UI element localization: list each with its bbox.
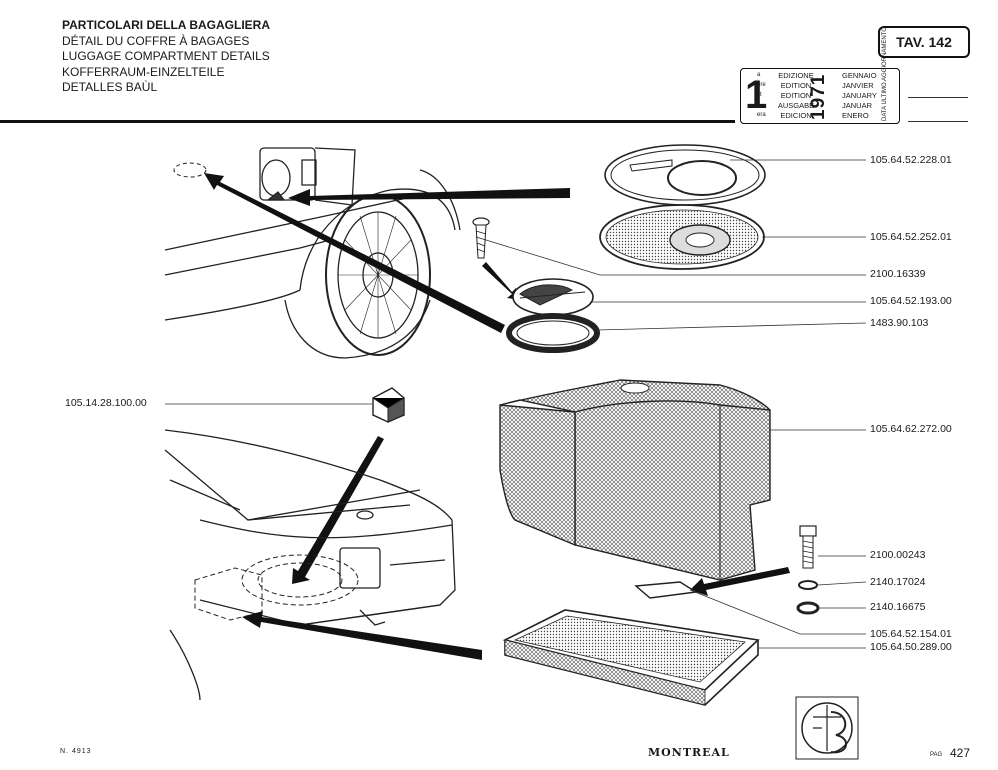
edition-month: JANUAR (842, 101, 873, 110)
part-label: 105.64.52.252.01 (870, 231, 952, 243)
part-label: 105.64.52.193.00 (870, 295, 952, 307)
nut-100 (372, 387, 405, 423)
filler-location-marker (173, 162, 207, 178)
gasket-228 (604, 144, 766, 206)
edition-month: ENERO (842, 111, 869, 120)
leader-lines (165, 159, 867, 649)
update-lines (908, 74, 968, 122)
title-fr: DÉTAIL DU COFFRE À BAGAGES (62, 33, 250, 48)
washer-16675 (796, 601, 820, 615)
edition-label: EDITION (780, 81, 812, 90)
drawing-number: N. 4913 (60, 748, 92, 755)
arrow-to-marker (204, 173, 505, 333)
plate-252 (599, 204, 765, 270)
title-de: KOFFERRAUM-EINZELTEILE (62, 64, 225, 79)
page-title: PARTICOLARI DELLA BAGAGLIERA DÉTAIL DU C… (62, 18, 270, 96)
arrow-bracket (690, 567, 790, 596)
part-label: 105.14.28.100.00 (65, 397, 147, 409)
arrow-nut (292, 436, 384, 584)
edition-month: JANUARY (842, 91, 877, 100)
edition-month: JANVIER (842, 81, 874, 90)
title-it: PARTICOLARI DELLA BAGAGLIERA (62, 18, 270, 32)
part-label: 2100.00243 (870, 549, 926, 561)
tray-289 (502, 609, 760, 706)
edition-ordinal: . (757, 102, 759, 108)
edition-label: EDICION (780, 111, 812, 120)
ring-1483 (506, 313, 600, 353)
screw-16339 (472, 217, 490, 259)
edition-ordinal: ère (757, 82, 766, 88)
edition-ordinal: era (757, 112, 766, 118)
part-label: 105.64.50.289.00 (870, 641, 952, 653)
page-label: PAG (930, 752, 943, 758)
washer-17024 (798, 580, 818, 590)
arrow-to-tray (242, 611, 482, 660)
part-label: 105.64.52.154.01 (870, 628, 952, 640)
edition-number: 1 (745, 73, 768, 117)
spare-wheel-outline (194, 554, 359, 621)
header-rule (0, 120, 735, 123)
edition-ordinal: a (757, 72, 761, 78)
page-number: 427 (950, 746, 971, 760)
bolt-00243 (799, 525, 817, 569)
part-label: 1483.90.103 (870, 317, 929, 329)
car-rear-view (164, 429, 456, 701)
title-es: DETALLES BAÙL (62, 80, 158, 94)
edition-ordinal: st (757, 92, 762, 98)
edition-box (740, 68, 900, 124)
arrow-screw (482, 262, 520, 300)
part-label: 2140.17024 (870, 576, 926, 588)
plate-number: TAV. 142 (878, 26, 970, 58)
part-label: 2140.16675 (870, 601, 926, 613)
part-label: 2100.16339 (870, 268, 926, 280)
edition-month: GENNAIO (842, 71, 877, 80)
part-label: 105.64.52.228.01 (870, 154, 952, 166)
brand-name: MONTREAL (648, 746, 730, 759)
flap-193 (512, 278, 594, 316)
arrow-to-filler (288, 188, 570, 206)
edition-label: EDITION (780, 91, 812, 100)
edition-label: EDIZIONE (778, 71, 814, 80)
cover-272 (499, 379, 771, 581)
alfa-romeo-logo (795, 696, 859, 760)
part-label: 105.64.62.272.00 (870, 423, 952, 435)
bracket-154 (634, 581, 699, 599)
edition-label: AUSGABE (777, 101, 815, 110)
title-en: LUGGAGE COMPARTMENT DETAILS (62, 49, 270, 63)
